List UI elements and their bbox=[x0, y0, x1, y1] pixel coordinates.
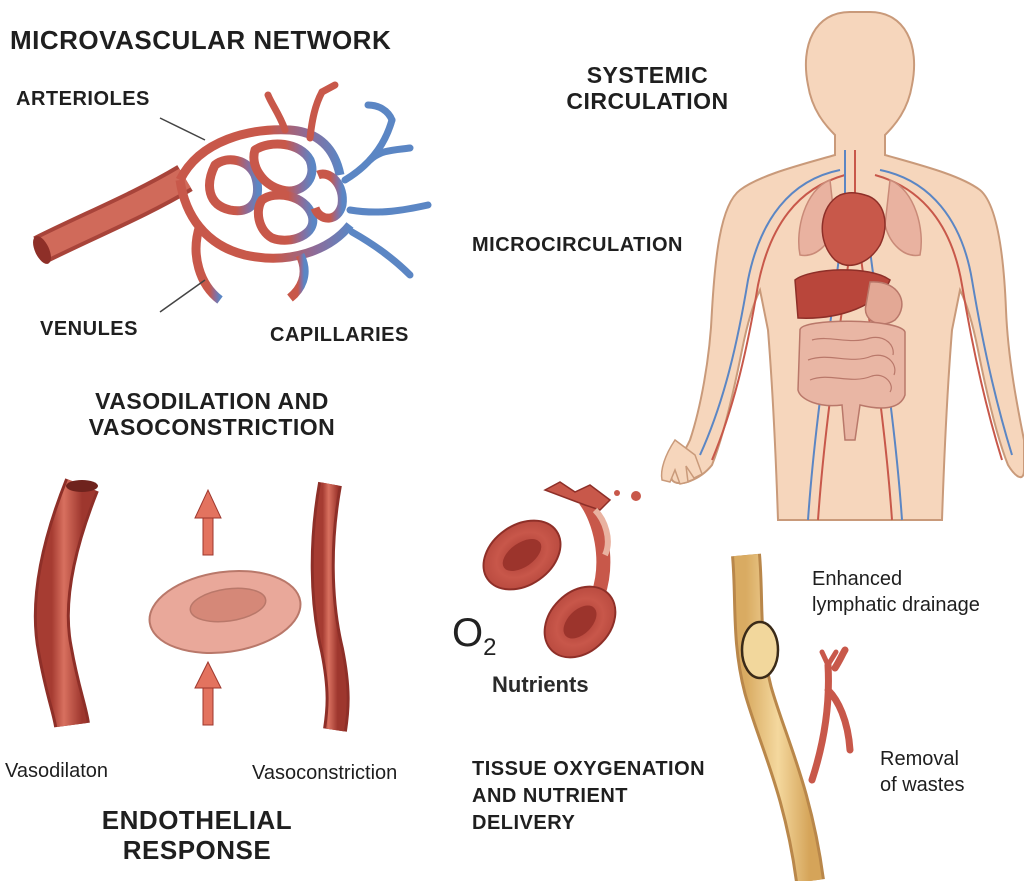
endothelial-line2: RESPONSE bbox=[122, 834, 272, 865]
venules-label: VENULES bbox=[40, 318, 138, 340]
venule-branches bbox=[341, 101, 432, 279]
systemic-circulation-title: SYSTEMIC CIRCULATION bbox=[530, 62, 765, 115]
vaso-title-line1: VASODILATION AND bbox=[95, 388, 329, 414]
microvascular-network-title: MICROVASCULAR NETWORK bbox=[10, 25, 392, 55]
vasodilaton-label: Vasodilaton bbox=[5, 760, 109, 782]
vasodilation-diagram bbox=[33, 478, 350, 732]
waste-branch bbox=[808, 646, 854, 784]
systemic-circulation-line2: CIRCULATION bbox=[566, 88, 729, 115]
microcirculation-label: MICROCIRCULATION bbox=[472, 234, 683, 256]
vasodilation-vasoconstriction-title: VASODILATION AND VASOCONSTRICTION bbox=[38, 388, 386, 441]
arterioles-pointer bbox=[159, 117, 206, 141]
lymph-node bbox=[740, 620, 780, 680]
microvascular-network-diagram bbox=[33, 81, 432, 313]
vaso-title-line2: VASOCONSTRICTION bbox=[88, 414, 336, 441]
tissue-oxygenation-title: TISSUE OXYGENATION AND NUTRIENT DELIVERY bbox=[472, 756, 705, 837]
up-arrow-icon bbox=[194, 660, 222, 726]
rbc-cell bbox=[482, 519, 562, 591]
intestines bbox=[797, 320, 906, 441]
rbc-cell bbox=[543, 585, 617, 659]
arterioles-label: ARTERIOLES bbox=[16, 88, 150, 110]
removal-line2: of wastes bbox=[880, 774, 965, 796]
venules-pointer bbox=[159, 279, 206, 313]
heart bbox=[821, 192, 886, 266]
capillaries-label: CAPILLARIES bbox=[270, 324, 409, 346]
removal-of-wastes-label: Removal of wastes bbox=[880, 746, 964, 798]
human-body-figure bbox=[660, 11, 1024, 521]
lymphatic-vessel-diagram bbox=[731, 553, 854, 881]
left-hand bbox=[660, 438, 703, 485]
tissue-line1: TISSUE OXYGENATION bbox=[472, 758, 706, 780]
red-blood-cells bbox=[482, 481, 641, 659]
vessel-opening bbox=[33, 236, 51, 264]
endothelial-cell bbox=[148, 570, 302, 654]
tissue-line2: AND NUTRIENT bbox=[472, 785, 628, 807]
vessel-opening bbox=[66, 480, 98, 492]
systemic-circulation-line1: SYSTEMIC bbox=[586, 62, 709, 88]
arteriole-branches bbox=[264, 81, 339, 142]
stomach bbox=[864, 281, 903, 325]
endothelial-line1: ENDOTHELIAL bbox=[101, 805, 293, 835]
removal-line1: Removal bbox=[880, 748, 959, 770]
up-arrow-icon bbox=[194, 488, 222, 556]
liver bbox=[794, 269, 891, 319]
lymph-line2: lymphatic drainage bbox=[812, 594, 980, 616]
intestine-folds bbox=[807, 336, 896, 393]
rbc-inner bbox=[592, 507, 611, 557]
lymphatic-drainage-label: Enhanced lymphatic drainage bbox=[812, 566, 980, 618]
capillary-mesh bbox=[175, 125, 354, 304]
lymph-line1: Enhanced bbox=[812, 568, 903, 590]
endothelial-response-title: ENDOTHELIAL RESPONSE bbox=[52, 805, 342, 866]
nutrients-label: Nutrients bbox=[492, 672, 589, 697]
oxygen-label: O2 bbox=[452, 611, 497, 661]
rbc-crystal bbox=[543, 481, 612, 511]
vasoconstriction-label: Vasoconstriction bbox=[252, 762, 398, 784]
tissue-line3: DELIVERY bbox=[472, 812, 576, 834]
